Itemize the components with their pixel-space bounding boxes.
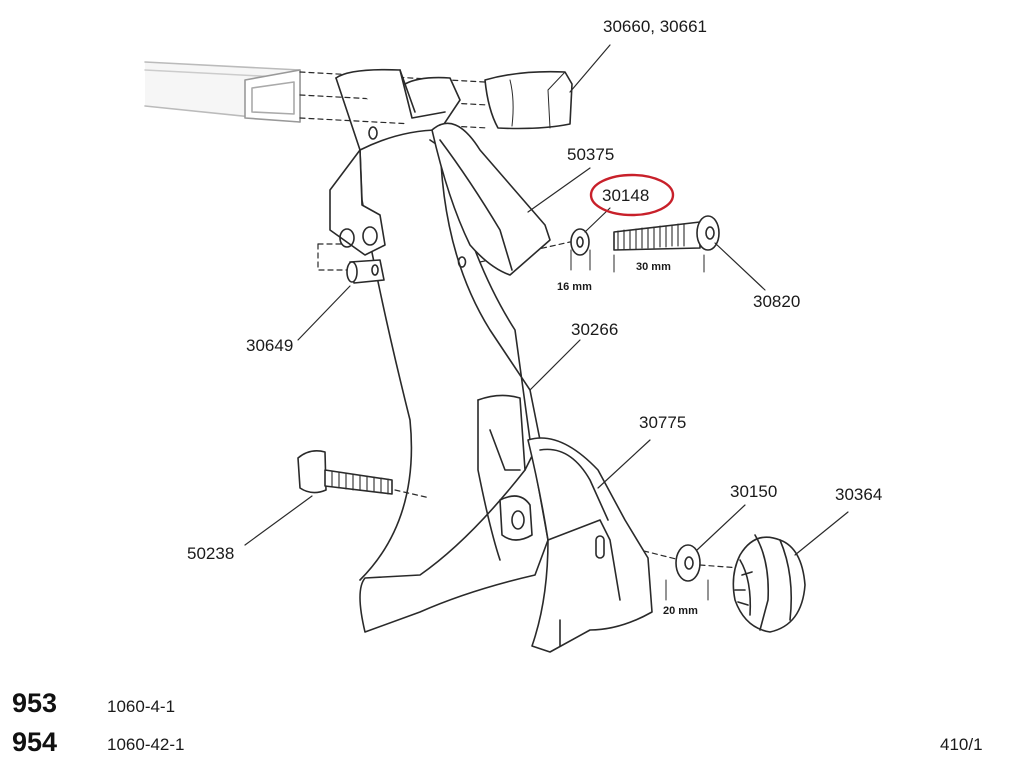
side-bracket: [329, 149, 386, 256]
dimension-washer-16mm: 16 mm: [557, 281, 592, 293]
clamp-pad: [527, 437, 653, 653]
label-30148: 30148: [602, 186, 649, 205]
foot-body: [335, 68, 549, 633]
bolt: [613, 215, 720, 273]
leader-lines: [244, 44, 849, 556]
knob: [732, 534, 806, 633]
model-number-1: 953: [12, 688, 58, 718]
highlight-ring: [589, 173, 675, 217]
roof-bar: [144, 61, 301, 123]
washer-large: [665, 544, 709, 601]
model-code-1: 1060-4-1: [107, 697, 176, 716]
dimension-bolt-30mm: 30 mm: [636, 261, 671, 273]
label-30820: 30820: [753, 292, 800, 311]
model-number-2: 954: [12, 727, 58, 757]
label-30660-30661: 30660, 30661: [603, 17, 707, 36]
washer-small: [570, 228, 591, 271]
label-50375: 50375: [567, 145, 614, 164]
t-bolt: [297, 450, 393, 495]
model-code-2: 1060-42-1: [107, 735, 185, 754]
label-30364: 30364: [835, 485, 882, 504]
label-30266: 30266: [571, 320, 618, 339]
label-30649: 30649: [246, 336, 293, 355]
clamp-strap: [431, 122, 551, 276]
label-50238: 50238: [187, 544, 234, 563]
label-30150: 30150: [730, 482, 777, 501]
page-reference: 410/1: [940, 735, 983, 754]
pin: [346, 259, 385, 284]
end-cap: [484, 70, 573, 130]
label-30775: 30775: [639, 413, 686, 432]
dimension-washer-20mm: 20 mm: [663, 605, 698, 617]
